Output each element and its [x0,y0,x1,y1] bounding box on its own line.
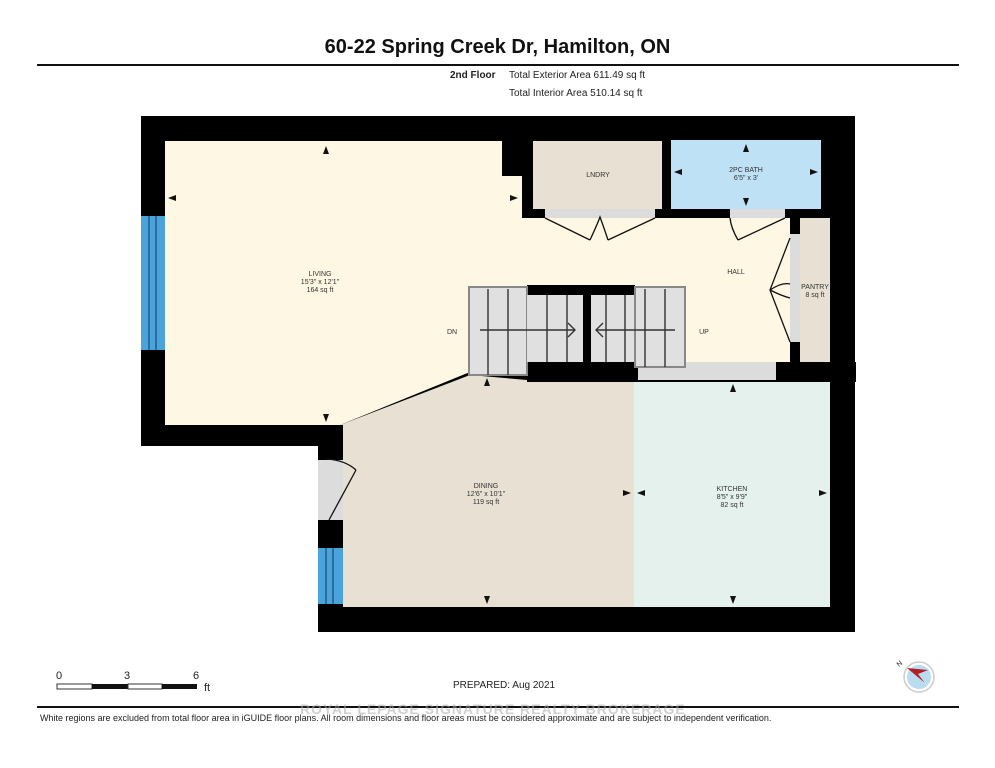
header-rule [37,64,959,66]
kitchen-dims: 8'5" x 9'9" [717,494,748,501]
stairs [468,286,686,376]
prepared-date: PREPARED: Aug 2021 [453,680,556,691]
living-dims: 15'3" x 12'1" [301,279,340,286]
window-dining [318,548,343,604]
dimension-arrows [168,144,827,604]
hall-name: HALL [727,269,745,276]
window-living [141,216,165,350]
scale-bar [56,683,197,690]
pantry-area: 8 sq ft [805,292,824,299]
dining-dims: 12'6" x 10'1" [467,491,506,498]
living-name: LIVING [309,271,332,278]
lndry-threshold [545,209,655,218]
watermark: ROYAL LEPAGE SIGNATURE REALTY BROKERAGE [300,701,686,717]
room-kitchen [634,382,830,607]
doors [325,215,791,521]
scale-tick-3: 3 [124,670,131,682]
room-pantry [800,218,830,362]
dining-name: DINING [474,483,499,490]
living-area: 164 sq ft [307,287,334,294]
dining-area: 119 sq ft [473,499,499,506]
pantry-threshold [790,232,800,344]
room-lndry [533,141,662,209]
scale-tick-6: 6 [193,670,200,682]
footer-rule [37,706,959,708]
bath-name: 2PC BATH [729,167,763,174]
bath-dims: 6'5" x 3' [734,175,758,182]
bath-threshold [730,209,785,218]
scale-unit: ft [204,682,211,694]
exterior-area: Total Exterior Area 611.49 sq ft [509,70,646,81]
disclaimer: White regions are excluded from total fl… [40,713,772,723]
interior-area: Total Interior Area 510.14 sq ft [509,88,643,99]
svg-text:N: N [896,660,904,669]
kitchen-name: KITCHEN [717,486,748,493]
lndry-name: LNDRY [586,172,610,179]
room-dining [340,375,634,607]
page-title: 60-22 Spring Creek Dr, Hamilton, ON [324,36,671,58]
pantry-name: PANTRY [801,284,829,291]
scale-tick-0: 0 [56,670,63,682]
compass-icon: N [896,660,935,693]
stairs-down-label: DN [447,329,457,336]
stairs-up-label: UP [699,329,709,336]
kitchen-area: 82 sq ft [721,502,744,509]
floor-label: 2nd Floor [450,70,496,81]
